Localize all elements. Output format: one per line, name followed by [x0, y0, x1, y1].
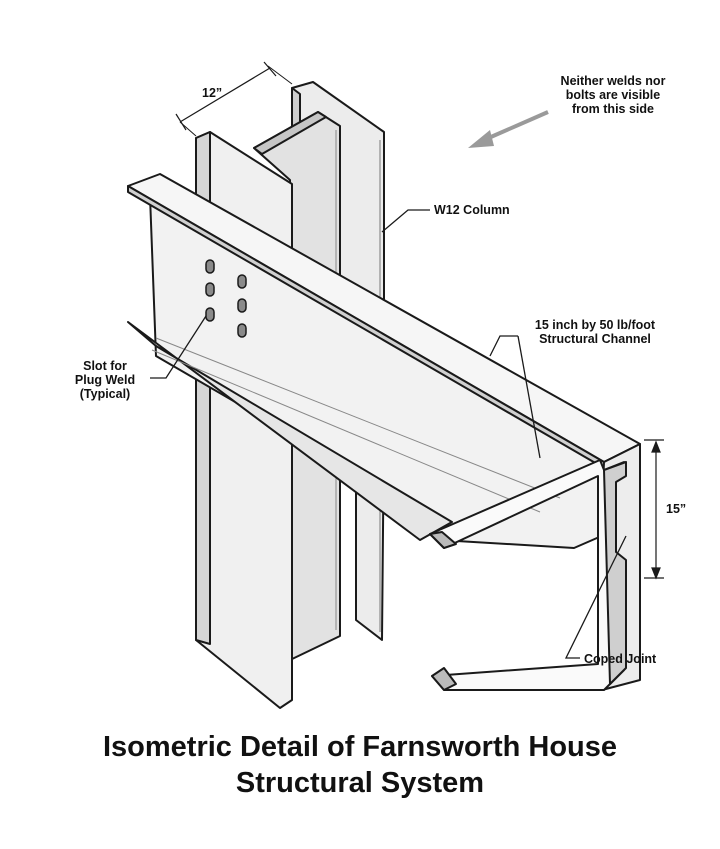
- leader-column: [381, 209, 430, 233]
- slot: [205, 282, 215, 297]
- channel-depth-dimension: 15”: [666, 502, 687, 516]
- leader-channel-2: [517, 335, 541, 459]
- channel-label: 15 inch by 50 lb/foot Structural Channel: [520, 318, 670, 346]
- slot: [237, 274, 247, 289]
- note-arrow-icon: [468, 110, 549, 148]
- note-line-3: from this side: [572, 102, 654, 116]
- note-line-1: Neither welds nor: [560, 74, 666, 88]
- column-width-dimension: 12”: [202, 86, 223, 100]
- slot-label-line-1: Slot for: [83, 359, 127, 373]
- channel-label-line-2: Structural Channel: [539, 332, 651, 346]
- w12-column: [195, 81, 385, 709]
- leader-lines: [150, 209, 627, 659]
- diagram-title-line-2: Structural System: [235, 767, 485, 799]
- channel-bottom-flange: [127, 321, 453, 541]
- slot-label-line-3: (Typical): [79, 387, 131, 401]
- column-label: W12 Column: [434, 203, 510, 217]
- channel-label-line-1: 15 inch by 50 lb/foot: [534, 318, 656, 332]
- dimension-15in: [644, 439, 664, 580]
- dimension-12in: [175, 61, 293, 137]
- note-line-2: bolts are visible: [565, 88, 661, 102]
- diagram-title-line-1: Isometric Detail of Farnsworth House: [102, 731, 618, 763]
- slot: [237, 323, 247, 338]
- coped-joint-label: Coped Joint: [584, 652, 657, 666]
- slot: [205, 259, 215, 274]
- leader-channel: [489, 335, 518, 357]
- structural-channel: [127, 173, 641, 691]
- leader-slot: [150, 315, 207, 379]
- channel-end-lip-bottom: [431, 667, 457, 691]
- slot-label: Slot for Plug Weld (Typical): [60, 359, 150, 401]
- note-text: Neither welds nor bolts are visible from…: [548, 74, 678, 116]
- column-web-top: [253, 111, 327, 155]
- plug-weld-slots: [205, 259, 247, 338]
- slot: [237, 298, 247, 313]
- slot: [205, 307, 215, 322]
- channel-coped-fillet: [603, 461, 627, 685]
- leader-coped: [564, 535, 627, 659]
- slot-label-line-2: Plug Weld: [74, 373, 136, 387]
- channel-end-lip-top: [429, 531, 457, 549]
